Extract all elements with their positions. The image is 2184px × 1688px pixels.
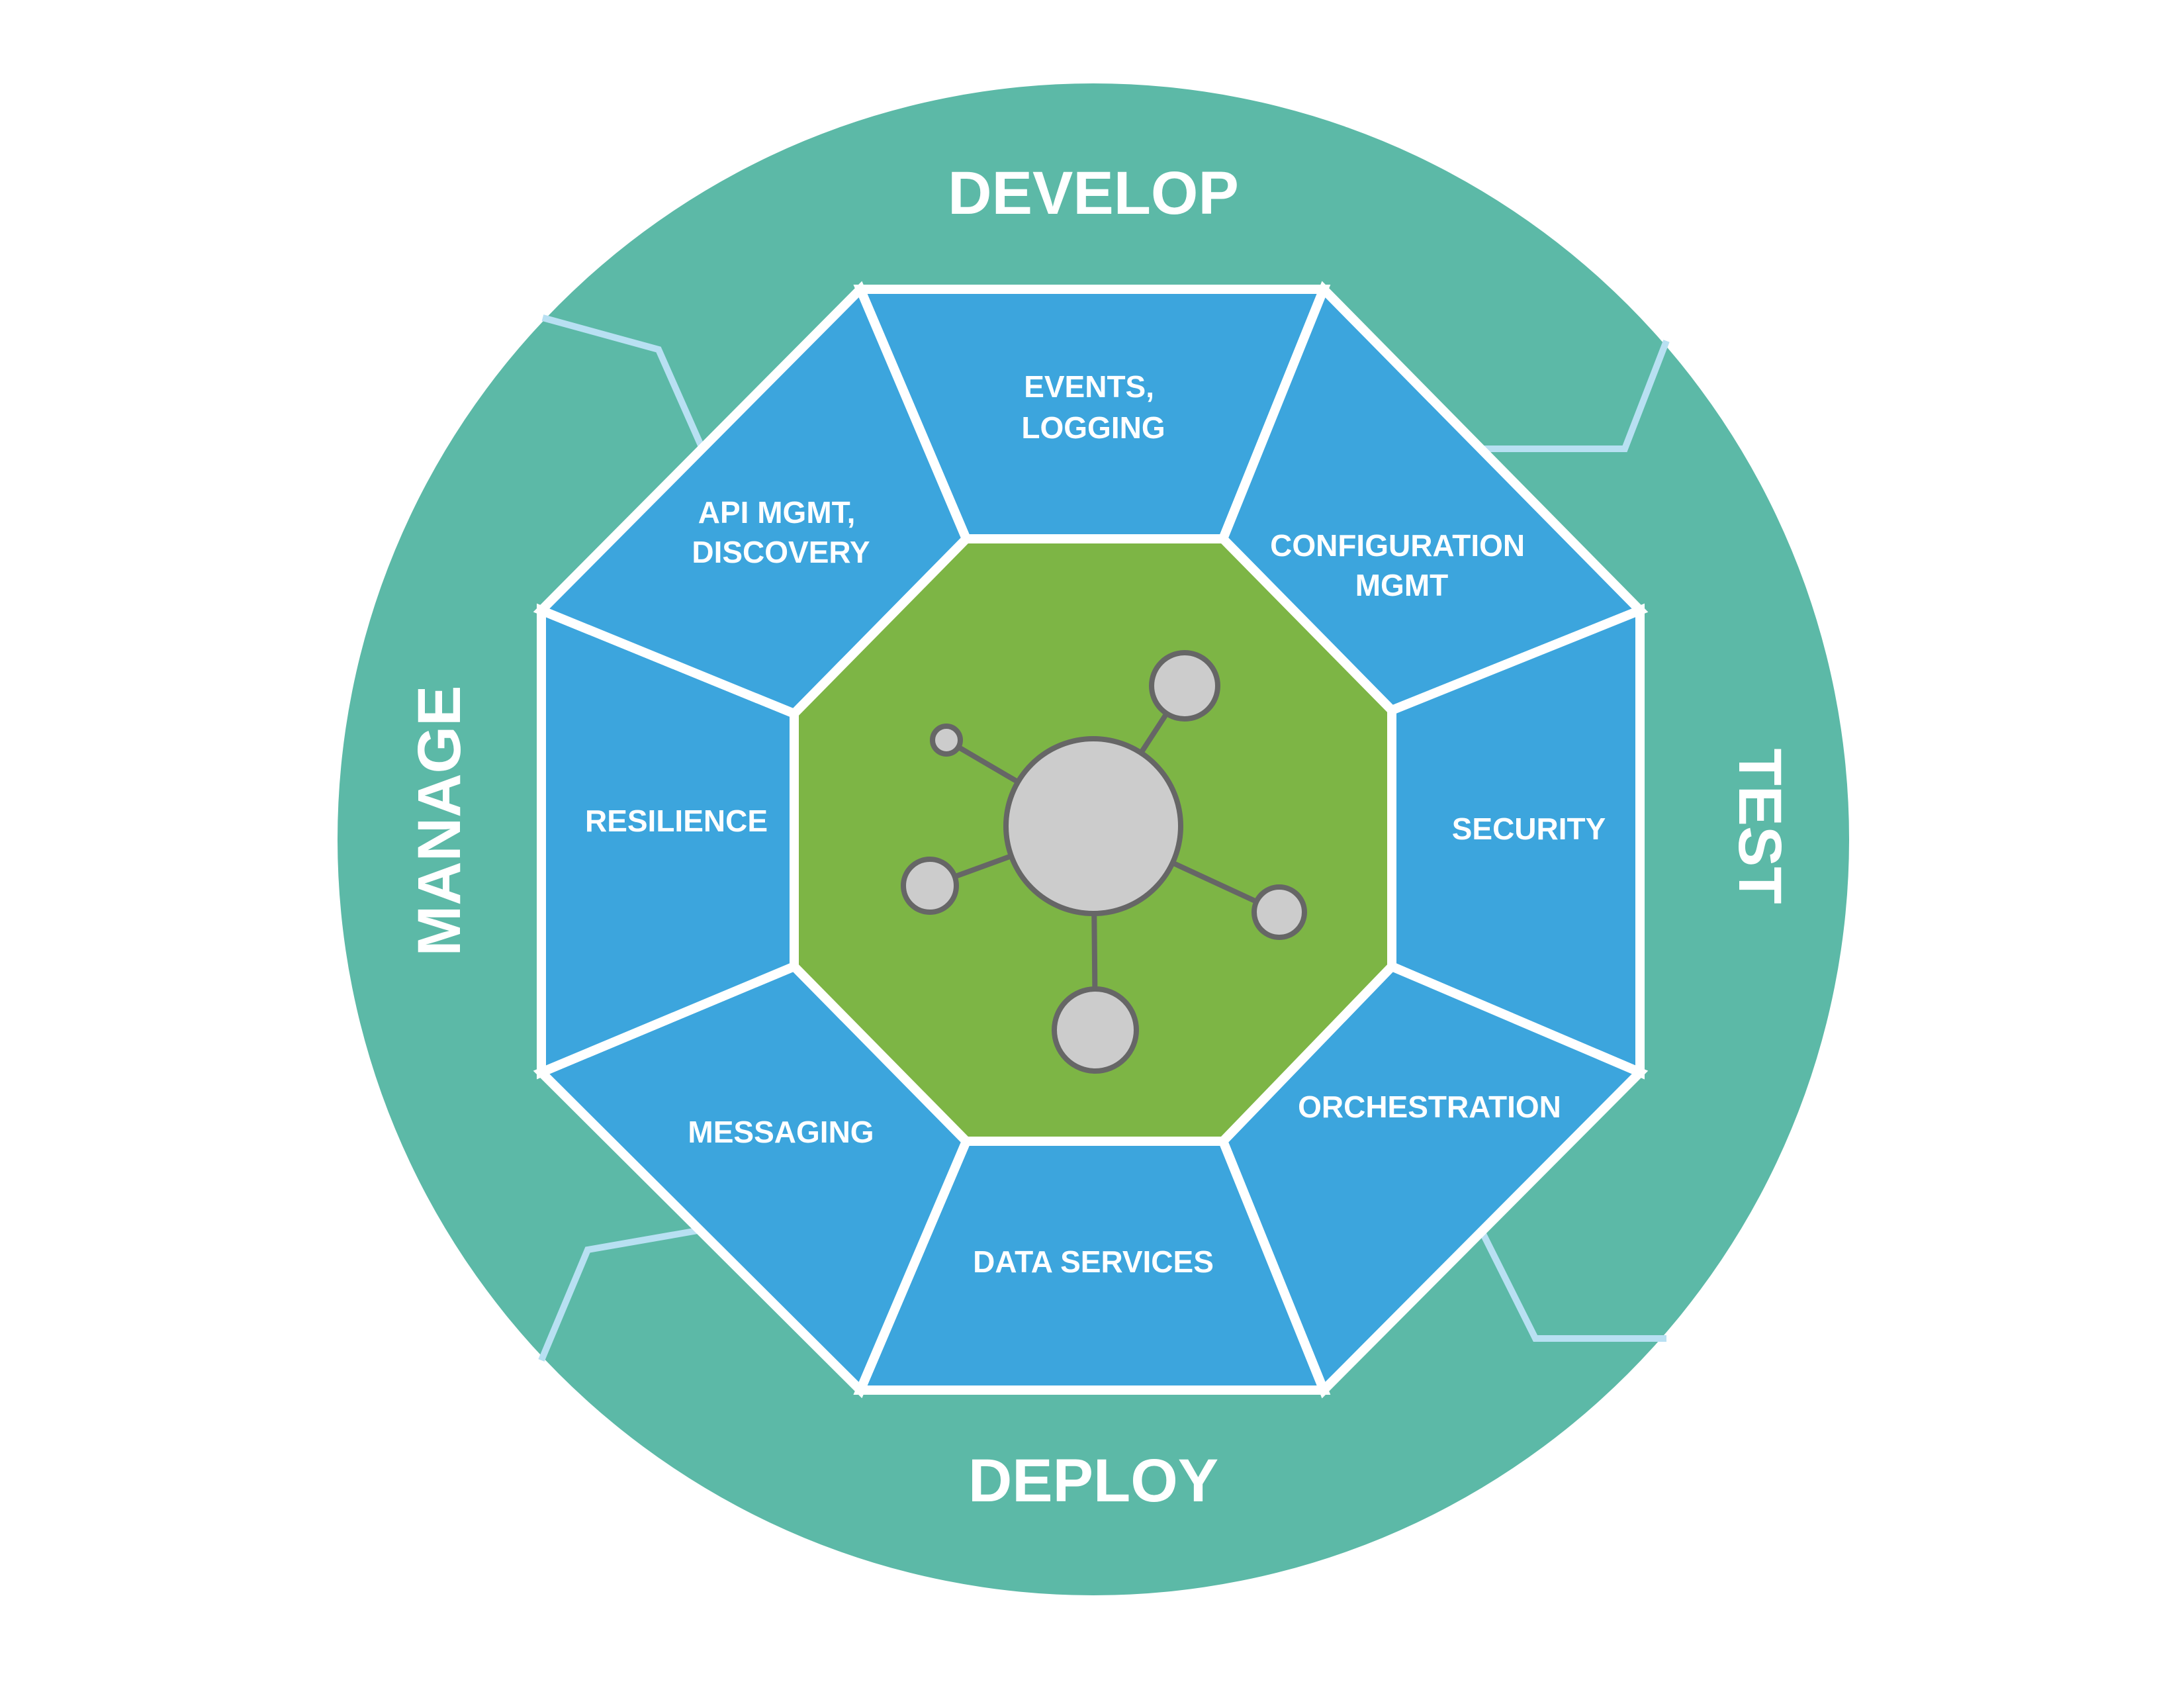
phase-manage: MANAGE	[406, 686, 473, 957]
satellite-node-top-left	[930, 724, 963, 757]
satellite-node-bottom	[1052, 986, 1139, 1074]
satellite-node-left	[901, 857, 959, 915]
phase-develop: DEVELOP	[948, 160, 1239, 227]
label-api-mgmt-discovery: API MGMT, DISCOVERY	[692, 495, 870, 569]
connector-line-top-left	[541, 314, 705, 449]
phase-test: TEST	[1726, 748, 1794, 904]
network-hub-icon	[901, 650, 1307, 1074]
label-events-logging: EVENTS, LOGGING	[1021, 369, 1165, 445]
connector-line-top-right	[1482, 340, 1670, 452]
label-orchestration: ORCHESTRATION	[1298, 1090, 1561, 1124]
satellite-node-right	[1251, 884, 1307, 940]
label-resilience: RESILIENCE	[585, 804, 768, 838]
connector-line-bottom-left	[538, 1227, 702, 1362]
label-messaging: MESSAGING	[688, 1115, 874, 1149]
label-data-services: DATA SERVICES	[973, 1244, 1214, 1279]
connector-line-bottom-right	[1479, 1231, 1666, 1342]
satellite-node-top-right	[1149, 650, 1220, 722]
phase-deploy: DEPLOY	[968, 1447, 1218, 1515]
label-security: SECURITY	[1452, 812, 1606, 846]
label-configuration-mgmt: CONFIGURATION MGMT	[1270, 528, 1533, 602]
hub-node-large	[1003, 736, 1183, 916]
